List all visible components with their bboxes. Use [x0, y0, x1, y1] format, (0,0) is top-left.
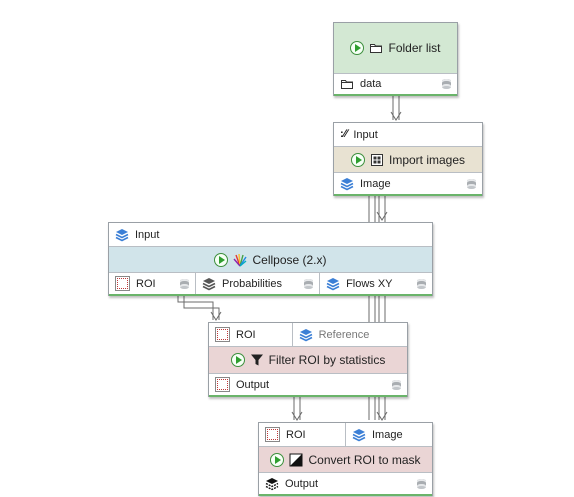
import-images-node[interactable]: :∕∕ Input Import images Image: [333, 122, 483, 196]
run-import-images-button[interactable]: [350, 152, 365, 167]
slot-label: Probabilities: [222, 277, 282, 290]
output-slot-probabilities[interactable]: Probabilities: [195, 273, 319, 294]
database-icon[interactable]: [304, 278, 314, 289]
run-filter-roi-button[interactable]: [230, 353, 245, 367]
layers-icon: [340, 177, 354, 190]
input-slot-roi[interactable]: ROI: [259, 423, 345, 446]
import-images-outputs: Image: [334, 172, 482, 196]
edge-folder-to-import: [390, 96, 402, 121]
database-icon[interactable]: [417, 478, 426, 489]
node-title: Filter ROI by statistics: [268, 353, 386, 367]
convert-roi-inputs: ROI Image: [259, 423, 432, 447]
layers-gray-icon: [202, 277, 216, 290]
database-icon[interactable]: [180, 278, 190, 289]
layers-icon: [299, 328, 312, 341]
run-folder-list-button[interactable]: [350, 41, 365, 55]
import-images-header: Import images: [334, 147, 482, 172]
filter-roi-header: Filter ROI by statistics: [209, 347, 407, 373]
slot-label: Input: [135, 228, 160, 241]
output-slot-flows-xy[interactable]: Flows XY: [319, 273, 432, 294]
url-icon: :∕∕: [340, 127, 348, 140]
output-slot-output[interactable]: Output: [209, 374, 407, 395]
node-title: Folder list: [388, 41, 441, 55]
filter-roi-inputs: ROI Reference: [209, 323, 407, 347]
slot-label: Reference: [318, 328, 370, 341]
input-slot-input[interactable]: Input: [109, 223, 432, 246]
slot-label: Image: [360, 177, 391, 190]
convert-roi-outputs: Output: [259, 472, 432, 496]
edge-import-to-convert-image: [376, 397, 388, 421]
layers-icon: [326, 277, 340, 290]
input-slot-input[interactable]: :∕∕ Input: [334, 123, 482, 146]
cellpose-outputs: ROI Probabilities Flows XY: [109, 272, 432, 296]
import-images-inputs: :∕∕ Input: [334, 123, 482, 147]
slot-label: Output: [236, 378, 270, 391]
convert-roi-node[interactable]: ROI Image Convert ROI to mask Output: [258, 422, 433, 496]
roi-icon: [215, 327, 230, 342]
database-icon[interactable]: [467, 178, 476, 189]
slot-label: Image: [372, 428, 403, 441]
mask-icon: [289, 453, 303, 466]
cellpose-inputs: Input: [109, 223, 432, 247]
layers-icon: [352, 428, 366, 441]
funnel-icon: [250, 354, 263, 366]
filter-roi-outputs: Output: [209, 373, 407, 397]
folder-list-header: Folder list: [334, 23, 457, 73]
database-icon[interactable]: [442, 79, 451, 89]
run-convert-roi-button[interactable]: [270, 452, 285, 467]
slot-label: Input: [353, 128, 378, 141]
slot-label: ROI: [236, 328, 256, 341]
convert-roi-header: Convert ROI to mask: [259, 447, 432, 472]
output-slot-image[interactable]: Image: [334, 173, 482, 194]
mask-layers-icon: [265, 477, 279, 490]
grid-icon: [370, 153, 383, 166]
folder-icon: [341, 80, 353, 89]
folder-list-outputs: data: [334, 73, 457, 96]
database-icon[interactable]: [417, 278, 426, 289]
edge-filter-output-to-convert-roi: [291, 397, 303, 421]
roi-icon: [265, 427, 280, 442]
folder-list-node[interactable]: Folder list data: [333, 22, 458, 96]
output-slot-roi[interactable]: ROI: [109, 273, 195, 294]
roi-icon: [115, 276, 130, 291]
cellpose-icon: [233, 253, 248, 267]
input-slot-reference[interactable]: Reference: [291, 323, 407, 346]
edge-cellpose-roi-to-filter-roi: [177, 296, 222, 321]
run-cellpose-button[interactable]: [214, 252, 229, 267]
edge-import-to-cellpose: [368, 196, 376, 222]
cellpose-header: Cellpose (2.x): [109, 247, 432, 272]
layers-icon: [115, 228, 129, 241]
slot-label: Output: [285, 477, 319, 490]
roi-icon: [215, 377, 230, 392]
output-slot-output[interactable]: Output: [259, 473, 432, 494]
node-title: Cellpose (2.x): [252, 252, 327, 267]
slot-label: Flows XY: [346, 277, 393, 290]
node-title: Convert ROI to mask: [308, 452, 421, 467]
slot-label: data: [360, 78, 382, 90]
input-slot-roi[interactable]: ROI: [209, 323, 292, 346]
node-title: Import images: [388, 152, 466, 167]
folder-icon: [370, 44, 383, 53]
output-slot-data[interactable]: data: [334, 74, 457, 94]
cellpose-node[interactable]: Input Cellpose (2.x) ROI Probabilities: [108, 222, 433, 296]
input-slot-image[interactable]: Image: [345, 423, 432, 446]
slot-label: ROI: [136, 277, 156, 290]
slot-label: ROI: [286, 428, 306, 441]
database-icon[interactable]: [392, 379, 401, 390]
filter-roi-node[interactable]: ROI Reference Filter ROI by statistics O…: [208, 322, 408, 397]
